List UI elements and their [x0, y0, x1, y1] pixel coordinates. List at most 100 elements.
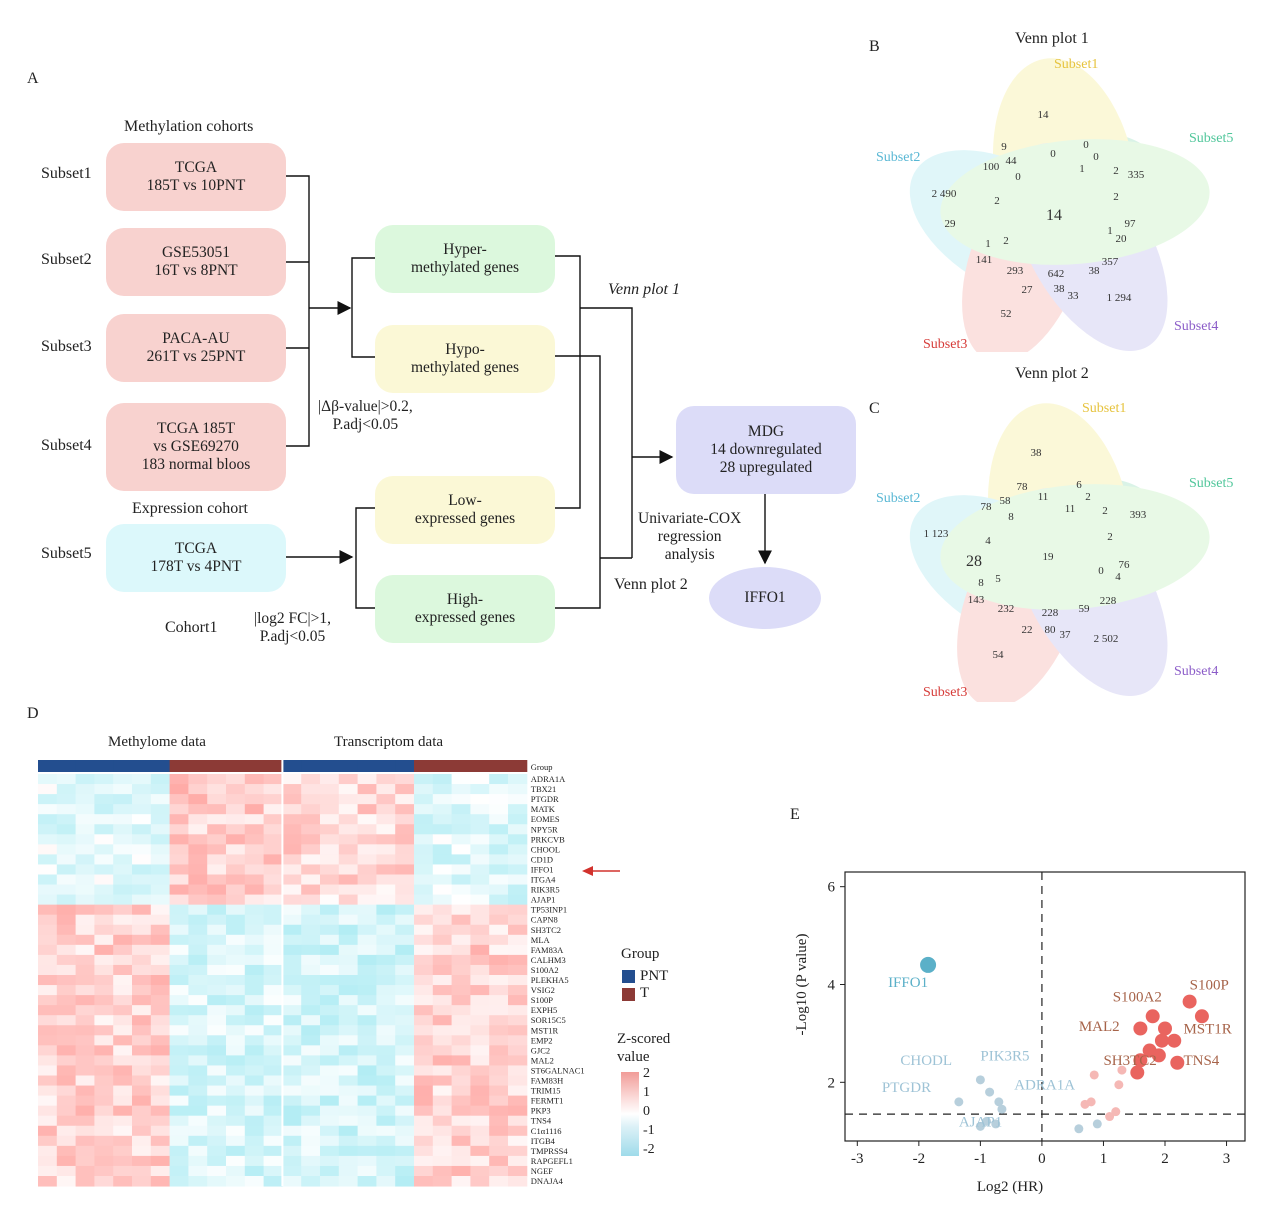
heatmap-cell: [376, 804, 396, 815]
venn-count: 393: [1130, 509, 1147, 521]
volcano-point-up: [1170, 1055, 1185, 1070]
heatmap-cell: [414, 814, 434, 825]
heatmap-cell: [320, 1005, 340, 1016]
heatmap-cell: [338, 814, 359, 825]
heatmap-cell: [150, 975, 171, 986]
venn-count: 8: [1008, 511, 1014, 523]
heatmap-cell: [207, 884, 227, 896]
heatmap-cell: [132, 1155, 152, 1167]
heatmap-cell: [94, 914, 114, 926]
heatmap-cell: [244, 874, 265, 886]
heatmap-cell: [132, 1115, 152, 1127]
heatmap-cell: [263, 1115, 283, 1127]
heatmap-cell: [320, 1105, 340, 1117]
heatmap-cell: [338, 1025, 359, 1036]
heatmap-cell: [207, 794, 227, 805]
heatmap-cell: [150, 1145, 171, 1157]
venn-count: 38: [1031, 447, 1043, 459]
heatmap-cell: [150, 844, 171, 855]
venn-count: 54: [993, 649, 1005, 661]
heatmap-cell: [282, 1176, 302, 1187]
volcano-point-down_nonsig: [1074, 1124, 1084, 1134]
heatmap-cell: [75, 924, 95, 936]
heatmap-cell: [207, 864, 227, 875]
heatmap-cell: [207, 1135, 227, 1147]
heatmap-cell: [132, 1176, 152, 1187]
heatmap-cell: [188, 1145, 208, 1157]
heatmap-cell: [320, 914, 340, 926]
heatmap-cell: [150, 854, 171, 865]
heatmap-cell: [38, 1165, 58, 1177]
group-bar-cell: [56, 760, 77, 772]
heatmap-cell: [263, 975, 283, 986]
heatmap-cell: [263, 1125, 283, 1137]
heatmap-cell: [320, 864, 340, 875]
heatmap-cell: [207, 874, 227, 886]
heatmap-cell: [338, 904, 359, 916]
heatmap-cell: [188, 1176, 208, 1187]
heatmap-cell: [132, 834, 152, 845]
heatmap-cell: [376, 774, 396, 785]
heatmap-cell: [376, 1165, 396, 1177]
venn-count: 80: [1045, 624, 1057, 636]
heatmap-cell: [282, 934, 302, 946]
heatmap-cell: [357, 1095, 377, 1107]
heatmap-gene-label: AJAP1: [531, 895, 556, 905]
heatmap-cell: [470, 894, 490, 906]
heatmap-cell: [188, 794, 208, 805]
volcano-point-up: [1151, 1048, 1166, 1063]
heatmap-cell: [470, 1085, 490, 1097]
x-tick-label: -1: [974, 1151, 987, 1167]
heatmap-cell: [169, 964, 189, 976]
heatmap-cell: [451, 934, 471, 946]
heatmap-cell: [357, 934, 377, 946]
heatmap-gene-label: PTGDR: [531, 794, 559, 804]
heatmap-cell: [132, 1005, 152, 1016]
heatmap-cell: [470, 814, 490, 825]
heatmap-cell: [75, 784, 95, 795]
heatmap-cell: [226, 1035, 246, 1046]
heatmap-cell: [188, 1065, 208, 1076]
heatmap-cell: [395, 834, 415, 845]
heatmap-cell: [376, 1155, 396, 1167]
heatmap-cell: [150, 834, 171, 845]
venn-count: 27: [1022, 284, 1034, 296]
heatmap-cell: [132, 1015, 152, 1026]
heatmap-cell: [338, 1095, 359, 1107]
heatmap-cell: [226, 894, 246, 906]
heatmap-gene-label: CAPN8: [531, 915, 558, 925]
heatmap-cell: [169, 944, 189, 956]
heatmap-cell: [226, 1025, 246, 1036]
heatmap-cell: [244, 814, 265, 825]
heatmap-cell: [395, 874, 415, 886]
heatmap-cell: [376, 1135, 396, 1147]
heatmap-cell: [320, 1025, 340, 1036]
heatmap-cell: [376, 884, 396, 896]
heatmap-cell: [338, 964, 359, 976]
heatmap-cell: [357, 985, 377, 996]
heatmap-cell: [207, 824, 227, 835]
heatmap-cell: [395, 1075, 415, 1087]
heatmap-cell: [414, 914, 434, 926]
heatmap-cell: [263, 1055, 283, 1066]
heatmap-cell: [75, 1045, 95, 1056]
heatmap-cell: [432, 794, 453, 805]
heatmap-cell: [282, 1045, 302, 1056]
heatmap-gene-label: TBX21: [531, 784, 557, 794]
heatmap-cell: [94, 1165, 114, 1177]
heatmap-cell: [38, 784, 58, 795]
heatmap-cell: [301, 1105, 321, 1117]
heatmap-cell: [301, 964, 321, 976]
heatmap-cell: [282, 784, 302, 795]
heatmap-cell: [395, 904, 415, 916]
heatmap-cell: [207, 964, 227, 976]
heatmap-cell: [244, 1125, 265, 1137]
heatmap-cell: [338, 975, 359, 986]
heatmap-cell: [188, 874, 208, 886]
heatmap-cell: [188, 784, 208, 795]
heatmap-cell: [301, 894, 321, 906]
heatmap-cell: [263, 1065, 283, 1076]
heatmap-cell: [414, 1085, 434, 1097]
group-bar-cell: [432, 760, 453, 772]
heatmap-cell: [282, 944, 302, 956]
